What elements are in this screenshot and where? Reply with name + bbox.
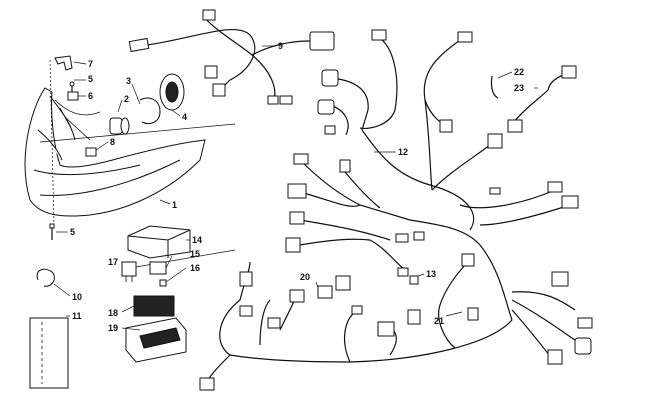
callout-6: 6	[88, 91, 93, 101]
bulb-part-2	[109, 117, 130, 135]
harness-connectors	[128, 9, 593, 391]
callout-5-top: 5	[88, 74, 93, 84]
callout-5-bottom: 5	[70, 227, 75, 237]
sleeve-11	[29, 317, 69, 389]
fuse-box-cover-14	[127, 225, 191, 259]
screw-part-5-bottom	[49, 223, 55, 240]
exploded-view-frame	[39, 123, 236, 269]
callout-18: 18	[108, 308, 118, 318]
socket-part-8	[85, 147, 97, 157]
relay-15	[149, 261, 167, 275]
callout-13: 13	[426, 269, 436, 279]
callout-14: 14	[192, 235, 202, 245]
callout-23: 23	[514, 83, 524, 93]
boot-part-4	[159, 73, 185, 111]
callout-8: 8	[110, 137, 115, 147]
callout-7: 7	[88, 59, 93, 69]
relay-17	[121, 261, 137, 282]
callout-19: 19	[108, 323, 118, 333]
callout-12: 12	[398, 147, 408, 157]
fuse-box-base-19	[125, 317, 187, 363]
callout-10: 10	[72, 292, 82, 302]
callout-21: 21	[434, 316, 444, 326]
bracket-part	[54, 55, 73, 71]
callout-labels: 7 5 6 3 2 4 8 1 5 9 12 14 15 16 17 18 19…	[70, 41, 524, 333]
callout-3: 3	[126, 76, 131, 86]
fuse-16	[159, 279, 167, 287]
callout-16: 16	[190, 263, 200, 273]
leader-lines	[53, 45, 538, 331]
fuse-block-18	[133, 295, 175, 317]
clamp-10	[36, 268, 55, 287]
callout-9: 9	[278, 41, 283, 51]
headlight-dashed-axis	[49, 59, 55, 226]
callout-15: 15	[190, 249, 200, 259]
callout-1: 1	[172, 200, 177, 210]
callout-2: 2	[124, 94, 129, 104]
callout-20: 20	[300, 272, 310, 282]
clip-part-6	[67, 91, 79, 101]
callout-4: 4	[182, 112, 187, 122]
headlight-housing	[24, 87, 206, 217]
callout-22: 22	[514, 67, 524, 77]
callout-17: 17	[108, 257, 118, 267]
retainer-ring-part-3	[139, 97, 161, 125]
callout-11: 11	[72, 311, 82, 321]
